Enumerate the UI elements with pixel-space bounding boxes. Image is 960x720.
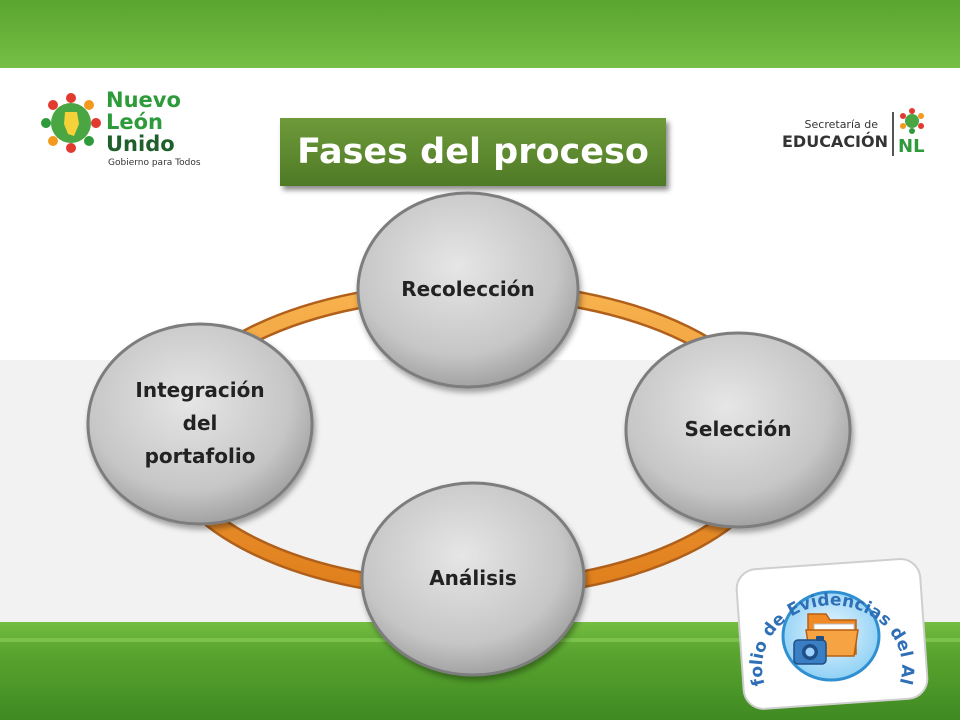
node-analisis-label: Análisis xyxy=(373,562,573,595)
logo-tagline: Gobierno para Todos xyxy=(108,158,201,168)
node-integracion-line-2: del xyxy=(182,411,218,435)
node-seleccion-label: Selección xyxy=(638,413,838,446)
logo-word-leon: León xyxy=(106,110,164,134)
nl-emblem-icon xyxy=(900,108,924,134)
node-recoleccion-label: Recolección xyxy=(368,273,568,306)
node-integracion-label: Integración del portafolio xyxy=(100,374,300,473)
node-integracion-line-3: portafolio xyxy=(144,444,256,468)
logo-divider xyxy=(892,112,894,156)
node-seleccion-line: Selección xyxy=(684,417,792,441)
node-recoleccion-line: Recolección xyxy=(401,277,535,301)
node-recoleccion-circle xyxy=(356,191,580,389)
nuevo-leon-logo: Nuevo León Unido Gobierno para Todos xyxy=(38,88,208,172)
node-integracion-line-1: Integración xyxy=(135,378,265,402)
camera-icon xyxy=(793,636,827,665)
nuevo-leon-emblem-icon xyxy=(41,93,101,153)
logo-educacion-text: EDUCACIÓN xyxy=(781,132,888,151)
logo-secretaria-text: Secretaría de xyxy=(804,118,878,131)
node-analisis-line: Análisis xyxy=(429,566,517,590)
page-title: Fases del proceso xyxy=(297,132,649,172)
top-green-band xyxy=(0,0,960,68)
logo-nl-text: NL xyxy=(898,136,925,157)
logo-word-unido: Unido xyxy=(106,132,175,156)
node-seleccion-circle xyxy=(624,331,852,529)
title-box: Fases del proceso xyxy=(280,118,666,186)
secretaria-educacion-logo: Secretaría de EDUCACIÓN NL xyxy=(782,108,936,160)
logo-word-nuevo: Nuevo xyxy=(106,88,181,112)
node-integracion-circle xyxy=(86,322,314,526)
node-analisis-circle xyxy=(360,481,586,677)
portafolio-badge: Portafolio de Evidencias del Alumno xyxy=(730,550,929,710)
